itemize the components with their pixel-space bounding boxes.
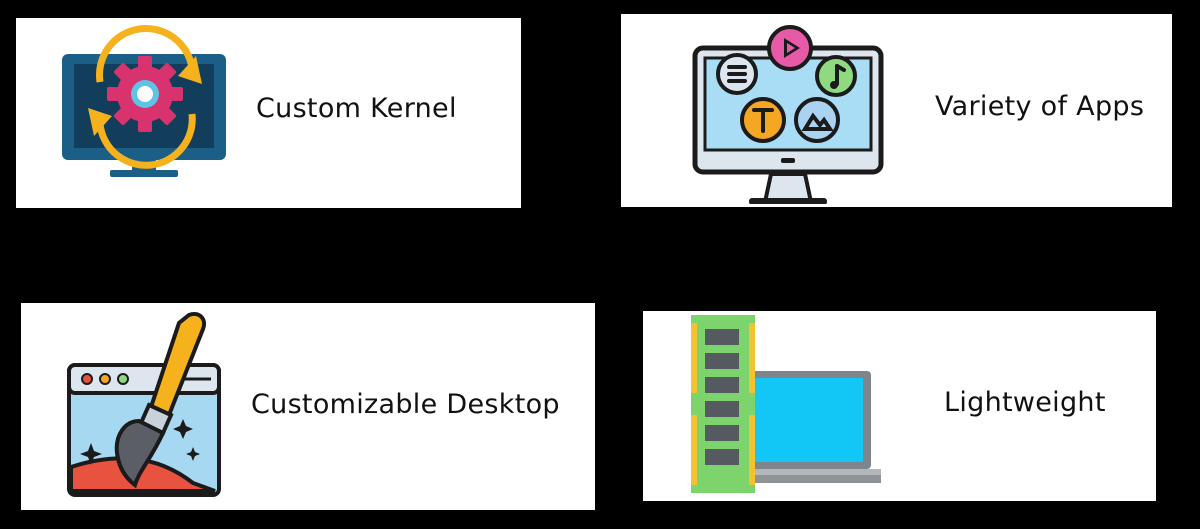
ram-laptop-icon [691,315,881,493]
feature-label: Variety of Apps [935,91,1145,122]
feature-card-variety-of-apps: Variety of Apps [621,14,1172,207]
browser-paintbrush-icon [67,312,221,497]
feature-card-custom-kernel: Custom Kernel [16,18,521,208]
feature-label: Customizable Desktop [251,389,560,420]
monitor-apps-icon [692,25,884,204]
feature-card-customizable-desktop: Customizable Desktop [21,303,595,510]
feature-card-lightweight: Lightweight [643,311,1156,501]
monitor-gear-sync-icon [62,24,226,177]
feature-label: Lightweight [944,387,1106,418]
feature-label: Custom Kernel [256,93,457,124]
